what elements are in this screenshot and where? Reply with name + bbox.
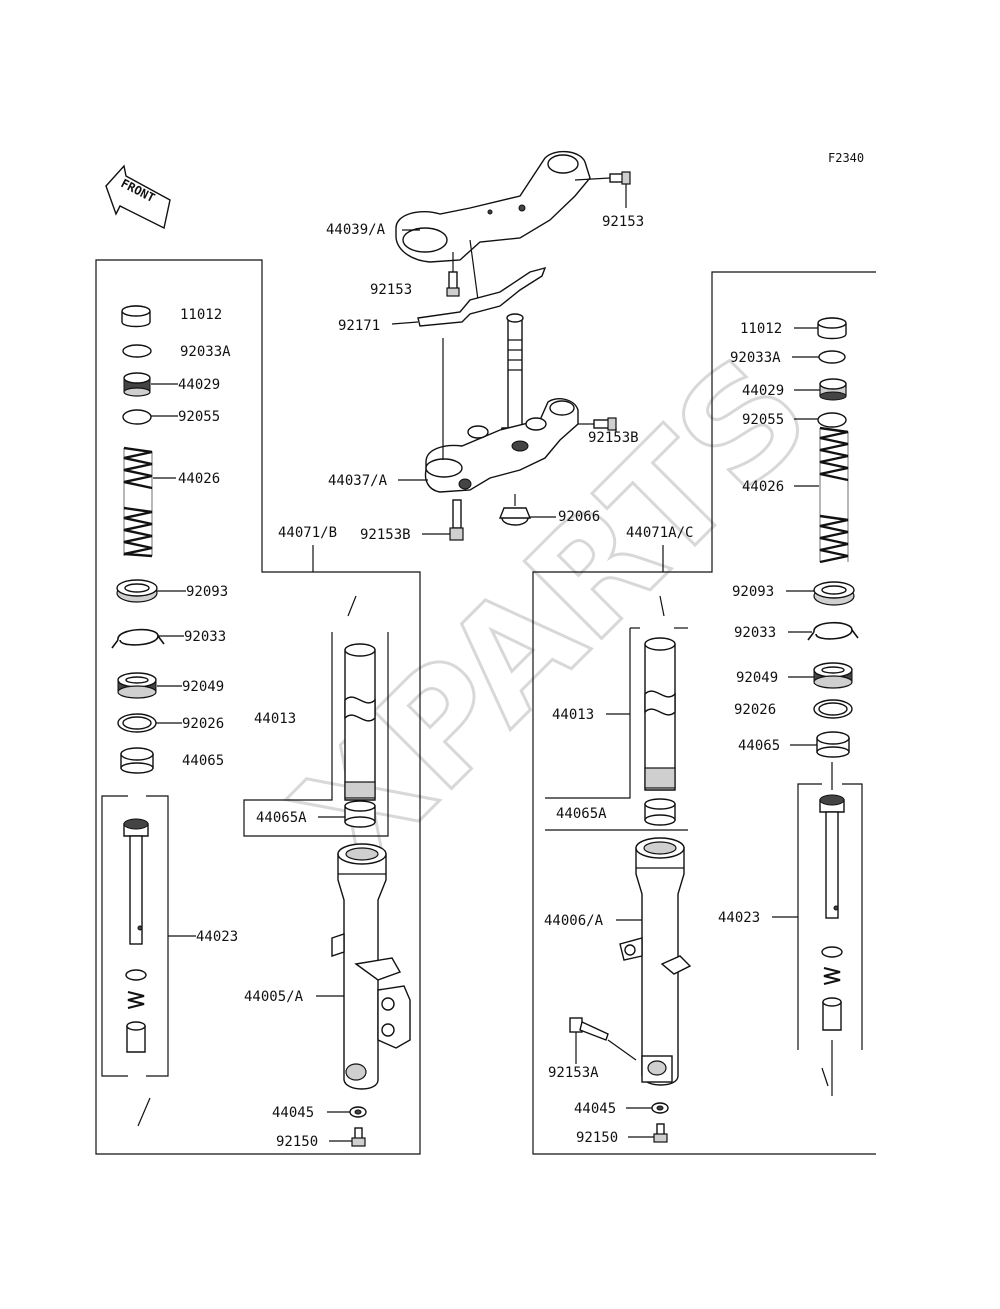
label-top-bracket: 44039/A bbox=[326, 222, 386, 238]
lower-bracket-part bbox=[424, 398, 579, 493]
label-left-washer: 92026 bbox=[182, 716, 224, 732]
left-seal-cap-part bbox=[116, 579, 158, 603]
right-gasket-part bbox=[651, 1102, 669, 1114]
label-left-inner-tube: 44013 bbox=[254, 711, 296, 727]
label-right-oring: 92055 bbox=[742, 412, 784, 428]
label-left-outer-tube: 44005/A bbox=[244, 989, 304, 1005]
label-right-bushing: 44065 bbox=[738, 738, 780, 754]
label-right-inner-tube: 44013 bbox=[552, 707, 594, 723]
label-left-assembly: 44071/B bbox=[278, 525, 337, 541]
label-left-oring-a: 92033A bbox=[180, 344, 231, 360]
label-clamp: 92171 bbox=[338, 318, 380, 334]
right-outer-tube-part bbox=[619, 837, 692, 1086]
top-bolt-left-part bbox=[446, 271, 460, 297]
right-clip-part bbox=[807, 621, 859, 641]
right-cylinder-frame bbox=[797, 783, 863, 1050]
label-right-caliper-bolt: 92153A bbox=[548, 1065, 599, 1081]
label-right-cylinder: 44023 bbox=[718, 910, 760, 926]
label-stem-nut: 92066 bbox=[558, 509, 600, 525]
label-right-bolt: 92150 bbox=[576, 1130, 618, 1146]
right-inner-tube-frame bbox=[545, 628, 688, 831]
left-oring-a-part bbox=[122, 344, 152, 358]
left-clip-part bbox=[111, 628, 165, 649]
right-cylinder-part bbox=[819, 794, 845, 1031]
right-bushing-part bbox=[816, 731, 850, 758]
left-gasket-part bbox=[349, 1106, 367, 1118]
right-washer-part bbox=[813, 699, 853, 719]
right-bolt-part bbox=[653, 1123, 668, 1143]
label-lower-bolt-right: 92153B bbox=[588, 430, 639, 446]
lower-bolt-left-part bbox=[449, 499, 464, 541]
left-bushing-a-part bbox=[344, 800, 376, 828]
label-right-seal-cap: 92093 bbox=[732, 584, 774, 600]
label-lower-bracket: 44037/A bbox=[328, 473, 388, 489]
left-oil-seal-part bbox=[117, 672, 157, 699]
label-left-bushing-a: 44065A bbox=[256, 810, 307, 826]
label-right-spring: 44026 bbox=[742, 479, 784, 495]
label-left-oil-seal: 92049 bbox=[182, 679, 224, 695]
right-caliper-bolt-part bbox=[569, 1017, 609, 1041]
right-seal-cap-part bbox=[813, 581, 855, 606]
right-assembly-frame bbox=[532, 271, 876, 1155]
label-left-oring: 92055 bbox=[178, 409, 220, 425]
figure-code: F2340 bbox=[828, 151, 864, 165]
left-assembly-frame bbox=[95, 259, 421, 1155]
label-right-clip: 92033 bbox=[734, 625, 776, 641]
label-left-bolt: 92150 bbox=[276, 1134, 318, 1150]
label-left-clip: 92033 bbox=[184, 629, 226, 645]
left-oring-part bbox=[122, 409, 152, 425]
left-inner-tube-part bbox=[344, 643, 376, 801]
label-lower-bolt-left: 92153B bbox=[360, 527, 411, 543]
label-right-outer-tube: 44006/A bbox=[544, 913, 604, 929]
left-cylinder-part bbox=[123, 818, 149, 1053]
label-left-spring: 44026 bbox=[178, 471, 220, 487]
label-right-plug: 44029 bbox=[742, 383, 784, 399]
clamp-part bbox=[417, 266, 547, 327]
right-oring-a-part bbox=[818, 350, 846, 364]
front-arrow-icon: FRONT bbox=[105, 164, 171, 230]
label-top-bolt-right: 92153 bbox=[602, 214, 644, 230]
right-cap-part bbox=[817, 317, 847, 340]
label-top-bolt-left: 92153 bbox=[370, 282, 412, 298]
label-right-cap: 11012 bbox=[740, 321, 782, 337]
label-left-gasket: 44045 bbox=[272, 1105, 314, 1121]
label-left-cylinder: 44023 bbox=[196, 929, 238, 945]
label-right-oil-seal: 92049 bbox=[736, 670, 778, 686]
top-bolt-right-part bbox=[609, 171, 631, 185]
label-left-plug: 44029 bbox=[178, 377, 220, 393]
label-right-bushing-a: 44065A bbox=[556, 806, 607, 822]
right-spring-part bbox=[819, 426, 849, 564]
label-left-bushing: 44065 bbox=[182, 753, 224, 769]
left-outer-tube-part bbox=[331, 843, 411, 1090]
top-bracket-part bbox=[395, 151, 591, 309]
right-inner-tube-part bbox=[644, 637, 676, 791]
label-right-assembly: 44071A/C bbox=[626, 525, 693, 541]
lower-bolt-right-part bbox=[593, 417, 617, 431]
right-oil-seal-part bbox=[813, 662, 853, 689]
label-right-gasket: 44045 bbox=[574, 1101, 616, 1117]
label-left-cap: 11012 bbox=[180, 307, 222, 323]
right-plug-part bbox=[819, 378, 847, 401]
right-oring-part bbox=[817, 412, 847, 428]
label-right-oring-a: 92033A bbox=[730, 350, 781, 366]
left-spring-part bbox=[123, 446, 153, 558]
left-bolt-part bbox=[351, 1127, 366, 1147]
right-bushing-a-part bbox=[644, 798, 676, 826]
left-washer-part bbox=[117, 713, 157, 733]
left-bushing-part bbox=[120, 747, 154, 774]
left-inner-tube-frame bbox=[243, 632, 389, 837]
left-cap-part bbox=[121, 305, 151, 328]
label-left-seal-cap: 92093 bbox=[186, 584, 228, 600]
stem-nut-part bbox=[498, 507, 532, 526]
label-right-washer: 92026 bbox=[734, 702, 776, 718]
left-plug-part bbox=[123, 372, 151, 397]
